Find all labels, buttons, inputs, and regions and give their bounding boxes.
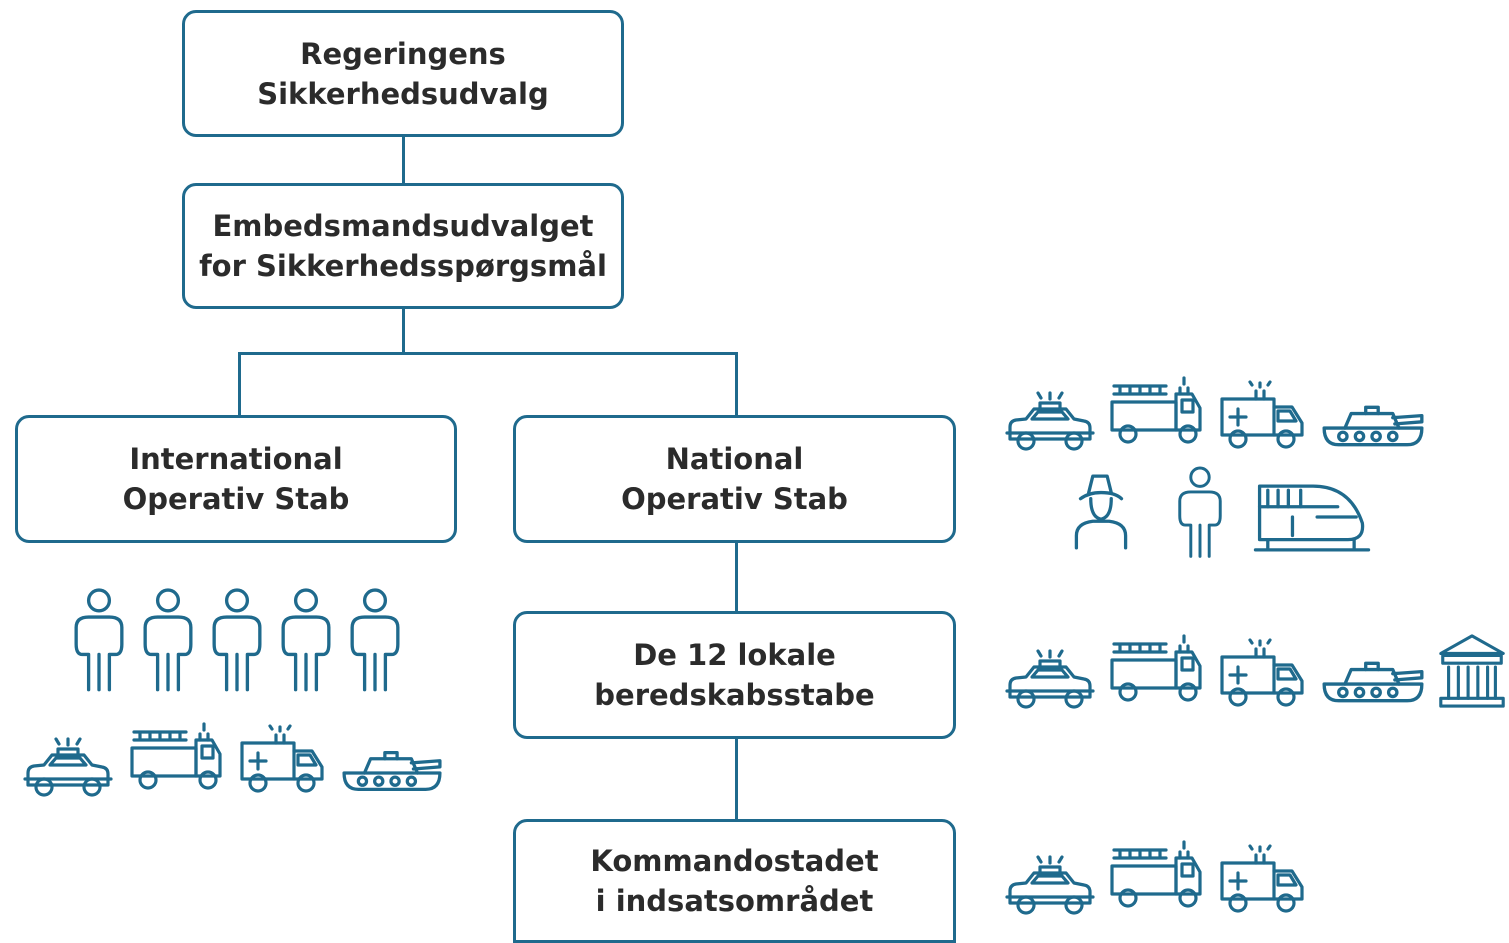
- box-kommandostadet: Kommandostadet i indsatsområdet: [513, 819, 956, 943]
- police-car-icon: [1005, 649, 1095, 709]
- ambulance-icon: [1220, 380, 1304, 449]
- person-icon: [74, 588, 124, 692]
- connector-branch-horizontal: [238, 352, 738, 355]
- box-label-line1: National: [665, 442, 804, 476]
- tank-icon: [1322, 661, 1424, 703]
- person-icon: [281, 588, 331, 692]
- connector-national-local: [735, 542, 738, 612]
- box-label-line1: Embedsmandsudvalget: [212, 209, 594, 243]
- box-label-line1: International: [129, 442, 343, 476]
- box-label-line2: Operativ Stab: [122, 482, 350, 516]
- person-icon: [212, 588, 262, 692]
- person-icon: [143, 588, 193, 692]
- box-lokale-beredskabsstabe: De 12 lokale beredskabsstabe: [513, 611, 956, 739]
- box-label-line2: Sikkerhedsudvalg: [257, 76, 549, 111]
- police-car-icon: [23, 737, 113, 797]
- box-embedsmandsudvalget: Embedsmandsudvalget for Sikkerhedsspørgs…: [182, 183, 624, 309]
- box-label-line2: i indsatsområdet: [595, 884, 874, 918]
- fire-truck-icon: [1110, 376, 1202, 444]
- ambulance-icon: [240, 724, 324, 793]
- fire-truck-icon: [130, 722, 222, 790]
- person-icon: [1178, 466, 1222, 558]
- tank-icon: [342, 751, 442, 791]
- box-label-line2: beredskabsstabe: [594, 678, 875, 712]
- connector-local-command: [735, 738, 738, 820]
- police-car-icon: [1005, 391, 1095, 451]
- box-label-line1: Kommandostadet: [590, 844, 879, 878]
- hat-person-icon: [1074, 474, 1128, 550]
- connector-to-international: [238, 352, 241, 416]
- police-car-icon: [1005, 855, 1095, 915]
- connector-top-committee: [402, 136, 405, 184]
- fire-truck-icon: [1110, 634, 1202, 702]
- box-label-line2: for Sikkerhedsspørgsmål: [199, 249, 607, 283]
- connector-committee-down: [402, 308, 405, 354]
- train-icon: [1253, 484, 1371, 552]
- box-label-line1: De 12 lokale: [633, 638, 836, 672]
- box-regeringens-sikkerhedsudvalg: Regeringens Sikkerhedsudvalg: [182, 10, 624, 137]
- connector-to-national: [735, 352, 738, 416]
- ambulance-icon: [1220, 638, 1304, 707]
- government-building-icon: [1439, 634, 1505, 708]
- fire-truck-icon: [1110, 840, 1202, 908]
- ambulance-icon: [1220, 844, 1304, 913]
- person-icon: [350, 588, 400, 692]
- box-label-line2: Operativ Stab: [621, 482, 848, 516]
- box-national-operativ-stab: National Operativ Stab: [513, 415, 956, 543]
- tank-icon: [1322, 405, 1424, 447]
- box-label-line1: Regeringens: [300, 36, 506, 71]
- box-international-operativ-stab: International Operativ Stab: [15, 415, 457, 543]
